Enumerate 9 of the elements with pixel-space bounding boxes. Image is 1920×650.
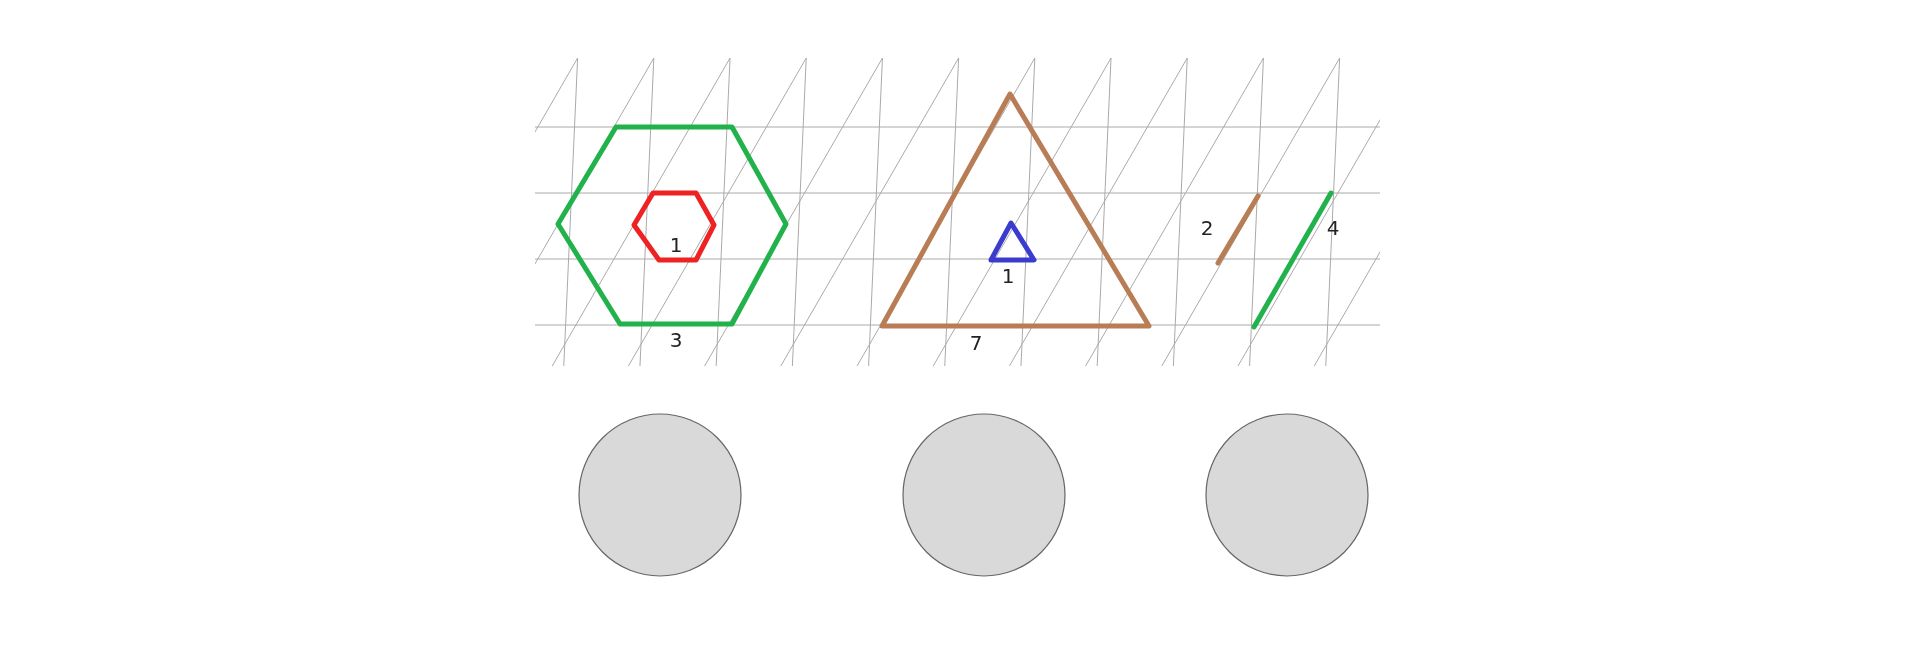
number-label: 3 bbox=[669, 329, 683, 351]
number-label: 4 bbox=[1326, 217, 1340, 239]
number-label: 7 bbox=[969, 332, 983, 354]
number-label: 2 bbox=[1200, 217, 1214, 239]
number-label: 1 bbox=[1001, 265, 1015, 287]
number-label: 1 bbox=[669, 234, 683, 256]
circle-shape bbox=[902, 413, 1066, 577]
circle-shape bbox=[1205, 413, 1369, 577]
circle-shape bbox=[578, 413, 742, 577]
